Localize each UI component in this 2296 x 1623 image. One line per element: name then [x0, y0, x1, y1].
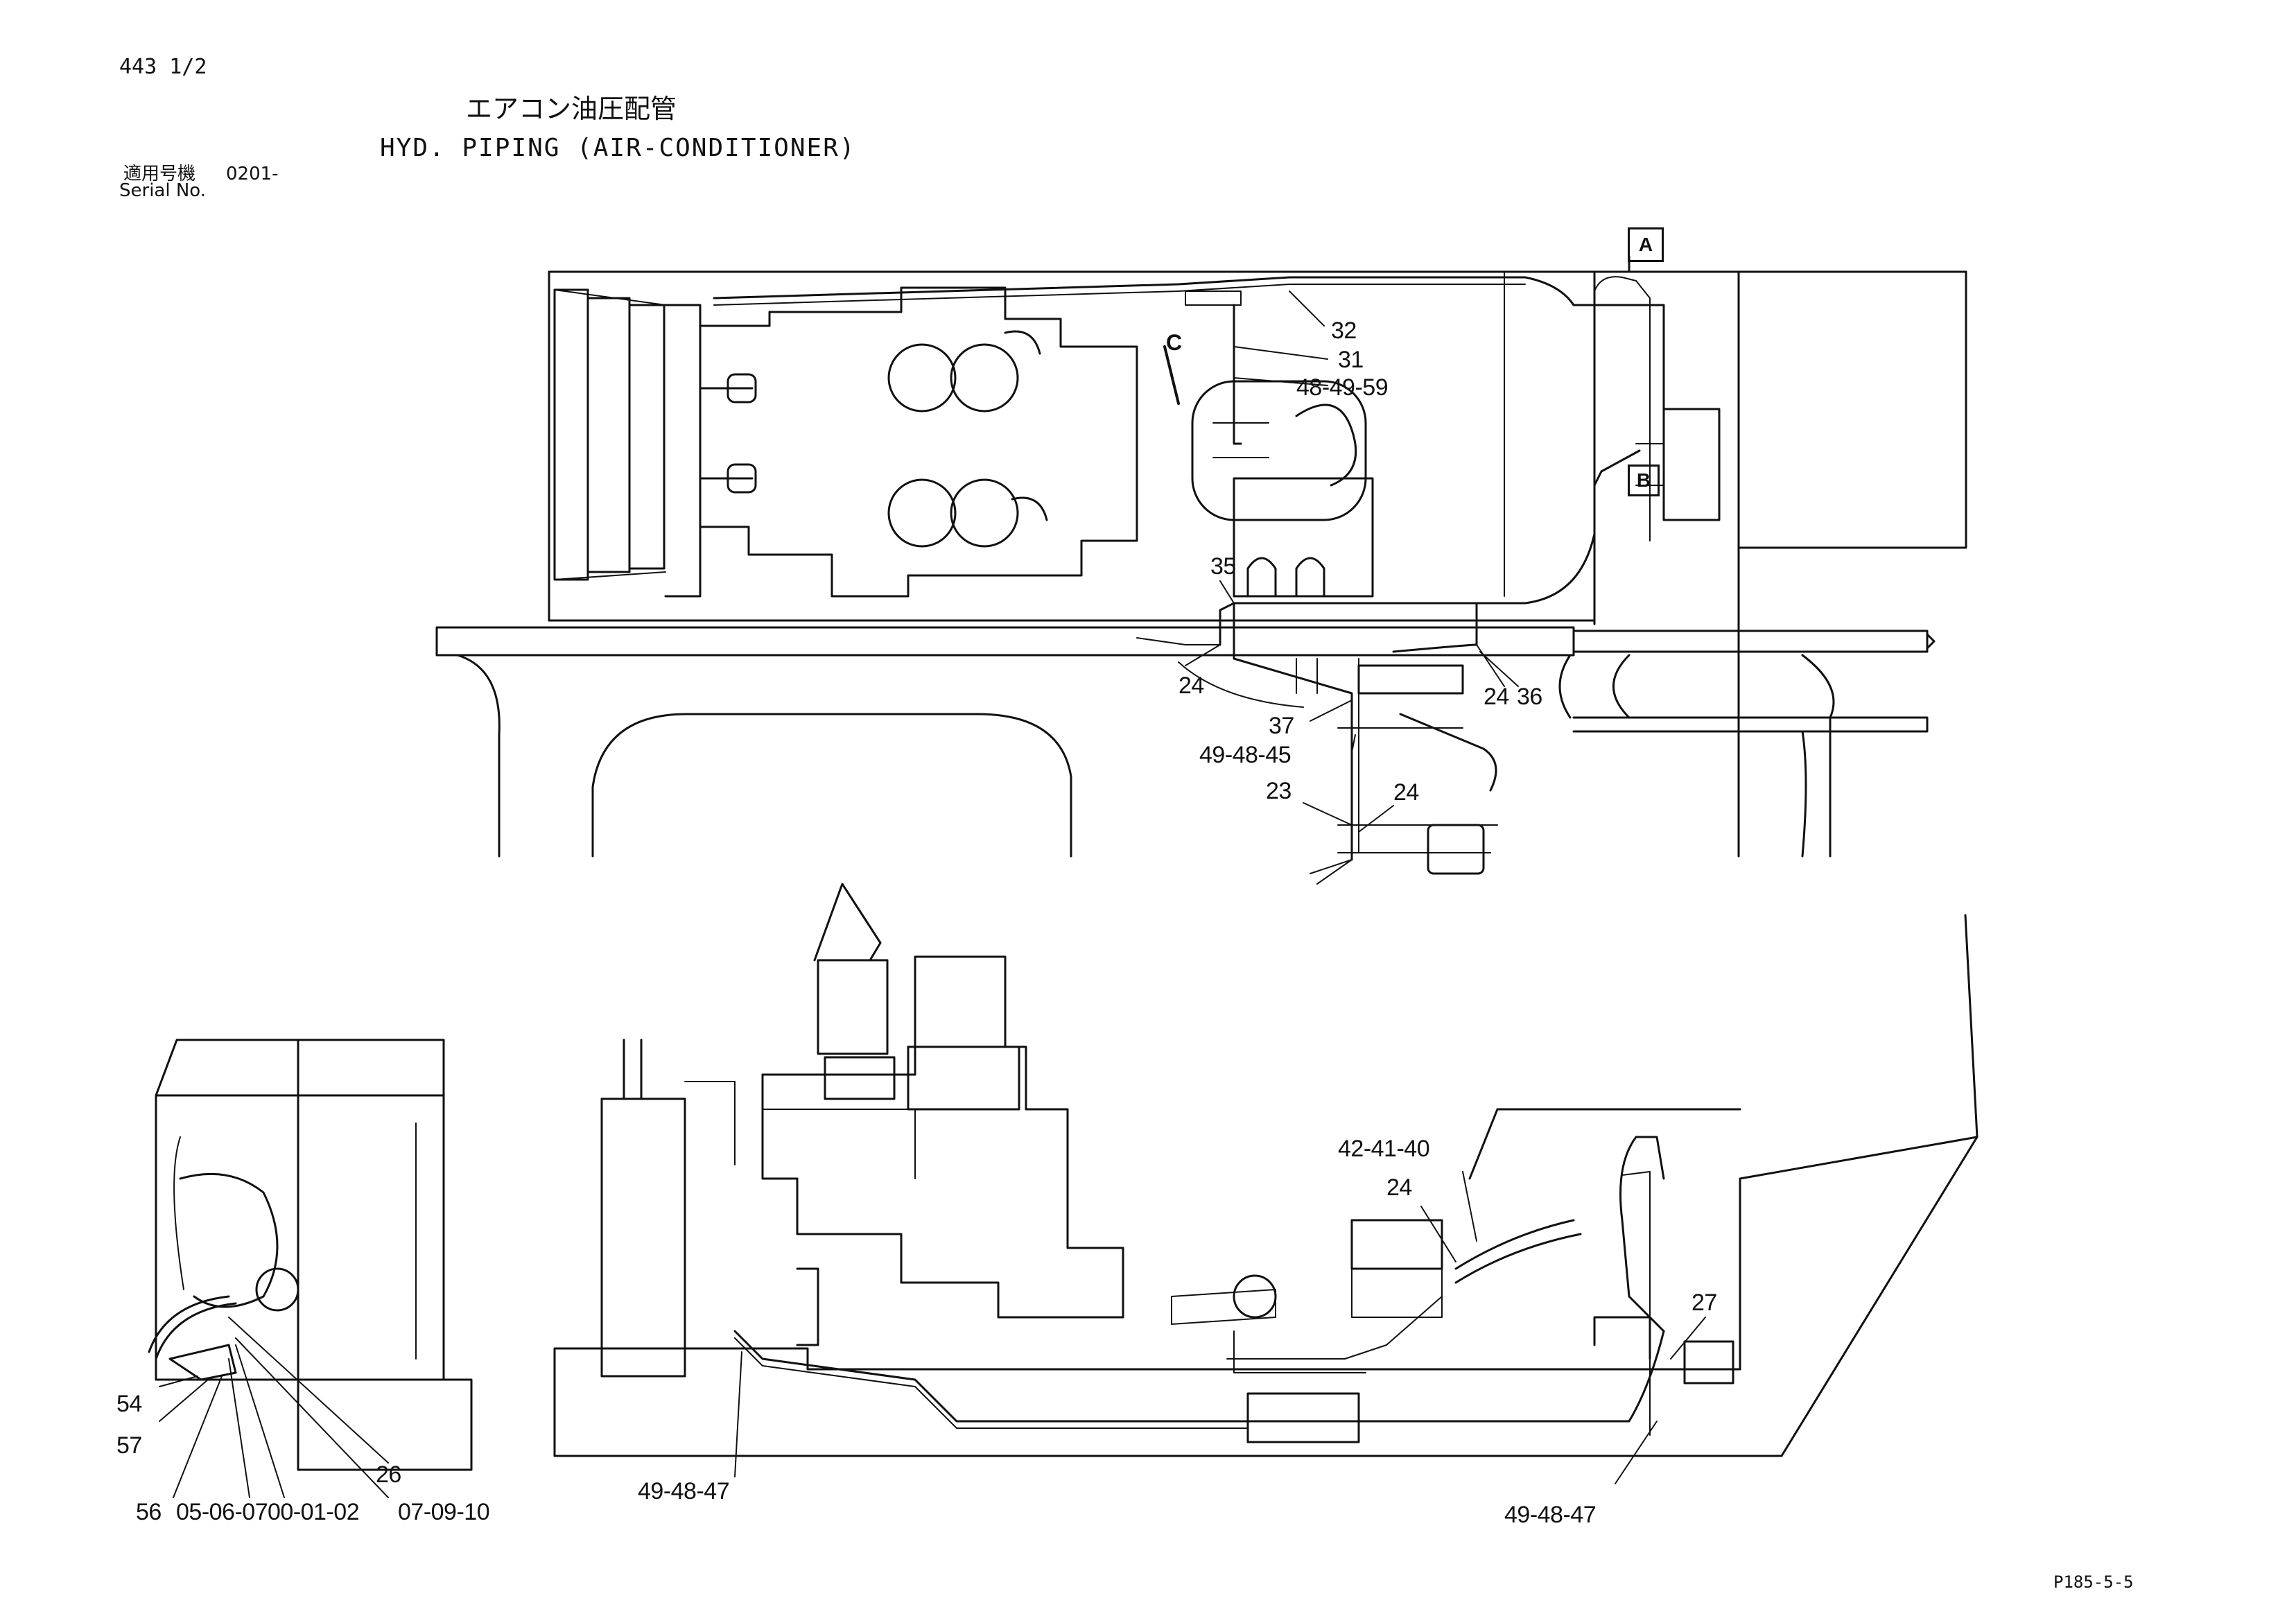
callout-00-01-02: 00-01-02 [268, 1499, 360, 1525]
callout-37: 37 [1269, 713, 1294, 739]
serial-label-jp: 適用号機 [123, 164, 196, 184]
callout-24-left: 24 [1179, 672, 1204, 699]
callout-49-48-47-right: 49-48-47 [1504, 1502, 1597, 1528]
callout-05-06-07: 05-06-07 [176, 1499, 268, 1525]
callout-31: 31 [1338, 347, 1364, 373]
callout-24-right: 24 [1484, 684, 1509, 710]
callout-27: 27 [1691, 1290, 1717, 1316]
callout-35: 35 [1210, 553, 1236, 580]
callout-36: 36 [1517, 684, 1542, 710]
callout-56: 56 [136, 1499, 162, 1525]
side-view [553, 883, 1978, 1457]
page-title: HYD. PIPING (AIR-CONDITIONER) [380, 134, 856, 162]
view-marker-a-label: A [1638, 234, 1653, 255]
view-marker-b-label: B [1636, 469, 1651, 491]
callout-48-49-59: 48-49-59 [1296, 374, 1389, 401]
sheet-number: 443 1/2 [119, 55, 207, 79]
callout-49-48-45: 49-48-45 [1199, 742, 1292, 768]
callout-23: 23 [1266, 778, 1292, 804]
callout-54: 54 [116, 1391, 142, 1417]
callout-26: 26 [376, 1461, 401, 1488]
serial-label-en: Serial No. [119, 180, 206, 201]
detail-c-label: C [1166, 330, 1183, 355]
callout-24-side: 24 [1386, 1174, 1412, 1201]
plan-view [435, 255, 1967, 885]
callout-07-09-10: 07-09-10 [398, 1499, 490, 1525]
callout-49-48-47-left: 49-48-47 [638, 1478, 730, 1504]
view-marker-b: B [1628, 465, 1660, 496]
view-marker-a: A [1628, 227, 1664, 262]
serial-value: 0201- [226, 164, 279, 184]
leader-lines [159, 290, 1706, 1498]
drawing-code: P185-5-5 [2053, 1572, 2134, 1592]
callout-32: 32 [1331, 318, 1357, 344]
callout-24-lower: 24 [1393, 779, 1419, 806]
callout-57: 57 [116, 1432, 142, 1459]
end-view [148, 1039, 473, 1471]
callout-42-41-40: 42-41-40 [1338, 1136, 1430, 1162]
title-japanese: エアコン油圧配管 [466, 94, 677, 124]
